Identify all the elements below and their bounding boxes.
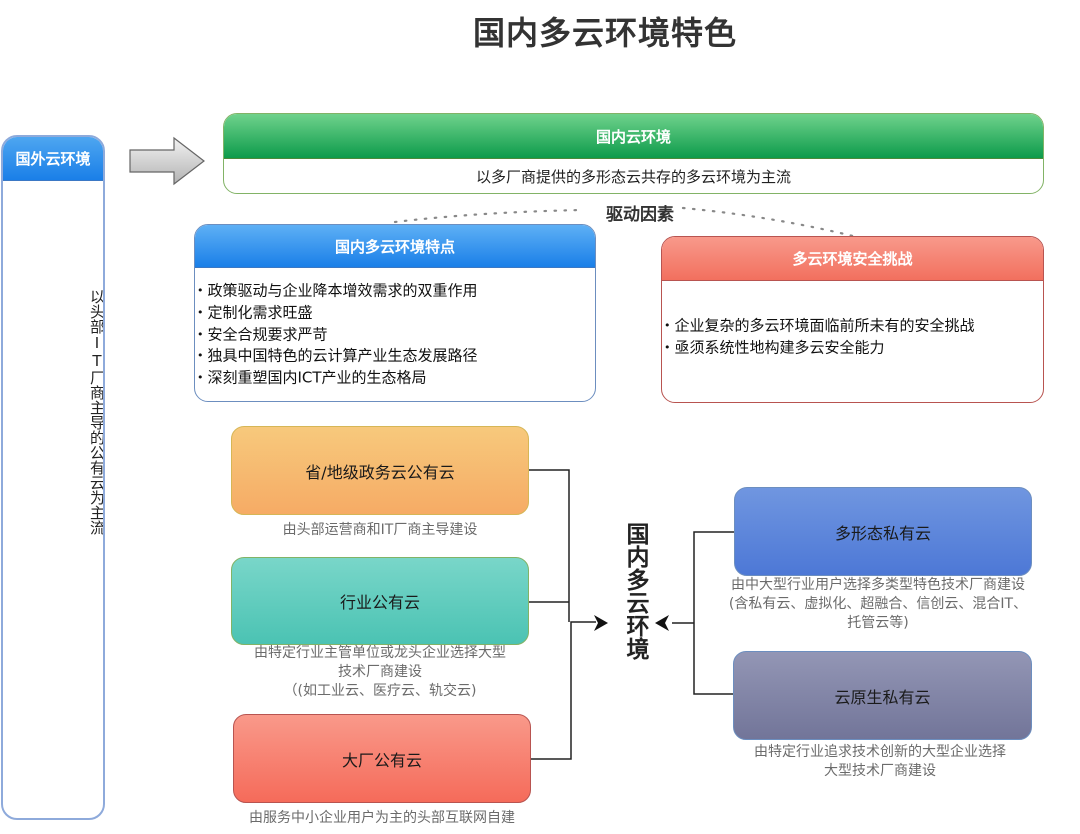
connector-gov: [529, 469, 570, 622]
domestic-cloud-header: 国内云环境: [224, 114, 1043, 159]
features-list: 政策驱动与企业降本增效需求的双重作用 定制化需求旺盛 安全合规要求严苛 独具中国…: [195, 268, 595, 389]
desc-line: （(如工业云、医疗云、轨交云): [283, 683, 477, 699]
arrow-head-left-in: [594, 615, 608, 631]
feature-item: 深刻重塑国内ICT产业的生态格局: [197, 367, 595, 389]
feature-item: 安全合规要求严苛: [197, 324, 595, 346]
drivers-label: 驱动因素: [606, 205, 674, 225]
center-label: 国内多云环境: [622, 522, 648, 660]
arrow-right-icon: [129, 136, 205, 186]
cloud-native-private-cloud-box: 云原生私有云: [733, 651, 1032, 740]
multiform-private-cloud-box: 多形态私有云: [734, 487, 1032, 576]
security-challenges-header: 多云环境安全挑战: [662, 237, 1043, 281]
desc-line: 由中大型行业用户选择多类型特色技术厂商建设: [731, 577, 1025, 593]
industry-public-cloud-box: 行业公有云: [231, 557, 529, 645]
security-challenges-card: 多云环境安全挑战 企业复杂的多云环境面临前所未有的安全挑战 亟须系统性地构建多云…: [661, 236, 1044, 403]
desc-line: 大型技术厂商建设: [824, 763, 936, 779]
multiform-private-cloud-desc: 由中大型行业用户选择多类型特色技术厂商建设 (含私有云、虚拟化、超融合、信创云、…: [683, 576, 1073, 633]
industry-public-cloud-desc: 由特定行业主管单位或龙头企业选择大型 技术厂商建设 （(如工业云、医疗云、轨交云…: [200, 644, 560, 701]
desc-line: 由特定行业主管单位或龙头企业选择大型: [254, 645, 506, 661]
gov-public-cloud-desc: 由头部运营商和IT厂商主导建设: [200, 521, 560, 540]
desc-line: 由头部运营商和IT厂商主导建设: [282, 522, 478, 538]
desc-line: 由特定行业追求技术创新的大型企业选择: [754, 744, 1006, 760]
challenges-list: 企业复杂的多云环境面临前所未有的安全挑战 亟须系统性地构建多云安全能力: [662, 281, 1043, 359]
domestic-cloud-card: 国内云环境 以多厂商提供的多形态云共存的多云环境为主流: [223, 113, 1044, 194]
arrow-head-right-in: [655, 615, 669, 631]
foreign-cloud-card: 国外云环境 以头部IT厂商主导的公有云为主流: [1, 135, 105, 820]
desc-line: 由服务中小企业用户为主的头部互联网自建: [249, 810, 515, 826]
features-card: 国内多云环境特点 政策驱动与企业降本增效需求的双重作用 定制化需求旺盛 安全合规…: [194, 224, 596, 402]
challenge-item: 亟须系统性地构建多云安全能力: [664, 337, 1043, 359]
cloud-native-private-cloud-desc: 由特定行业追求技术创新的大型企业选择 大型技术厂商建设: [700, 743, 1060, 781]
challenge-item: 企业复杂的多云环境面临前所未有的安全挑战: [664, 315, 1043, 337]
gov-public-cloud-box: 省/地级政务云公有云: [231, 426, 529, 515]
foreign-cloud-header: 国外云环境: [3, 137, 103, 181]
features-header: 国内多云环境特点: [195, 225, 595, 268]
desc-line: 技术厂商建设: [338, 664, 422, 680]
feature-item: 政策驱动与企业降本增效需求的双重作用: [197, 280, 595, 302]
feature-item: 独具中国特色的云计算产业生态发展路径: [197, 345, 595, 367]
desc-line: (含私有云、虚拟化、超融合、信创云、混合IT、: [728, 596, 1028, 612]
foreign-cloud-description: 以头部IT厂商主导的公有云为主流: [88, 289, 105, 535]
desc-line: 托管云等): [847, 615, 909, 631]
feature-item: 定制化需求旺盛: [197, 302, 595, 324]
big-vendor-public-cloud-box: 大厂公有云: [233, 714, 531, 803]
big-vendor-public-cloud-desc: 由服务中小企业用户为主的头部互联网自建: [200, 809, 564, 828]
domestic-cloud-description: 以多厂商提供的多形态云共存的多云环境为主流: [475, 167, 791, 186]
page-title: 国内多云环境特色: [472, 14, 737, 52]
